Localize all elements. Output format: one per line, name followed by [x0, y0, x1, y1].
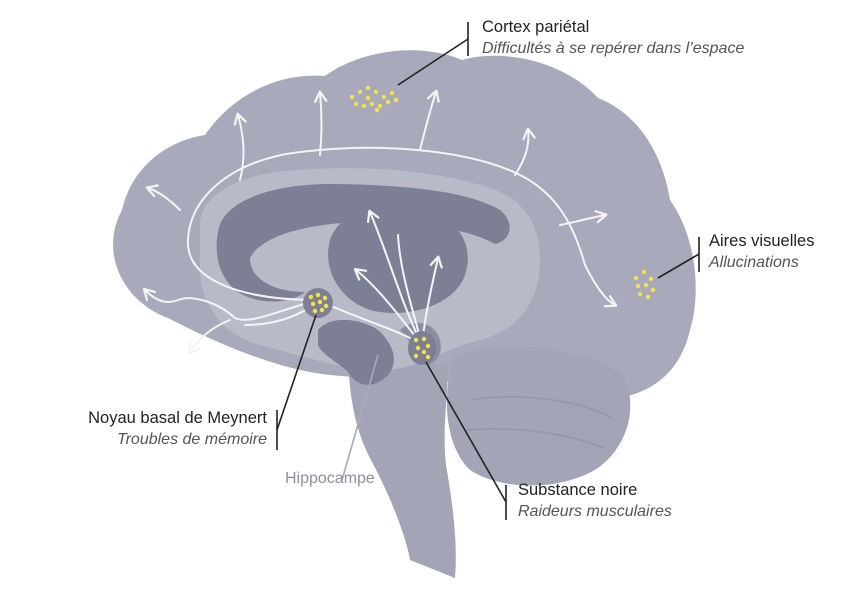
- cerebellum: [446, 346, 631, 486]
- leader-lines: [276, 22, 700, 520]
- substantia-nigra: [408, 331, 436, 365]
- label-substance-noire: Substance noire Raideurs musculaires: [518, 479, 672, 523]
- label-noyau-meynert-subtitle: Troubles de mémoire: [117, 431, 267, 448]
- label-cortex-parietal-subtitle: Difficultés à se repérer dans l’espace: [482, 40, 745, 57]
- thalamus: [328, 205, 468, 313]
- label-substance-noire-subtitle: Raideurs musculaires: [518, 503, 672, 520]
- label-hippocampe: Hippocampe: [285, 470, 375, 487]
- label-noyau-meynert: Noyau basal de Meynert Troubles de mémoi…: [88, 407, 267, 451]
- parietal-dots: [349, 85, 399, 113]
- label-noyau-meynert-title: Noyau basal de Meynert: [88, 409, 267, 427]
- meynert-nucleus: [303, 288, 333, 318]
- label-aires-visuelles-title: Aires visuelles: [709, 232, 815, 250]
- label-substance-noire-title: Substance noire: [518, 481, 638, 499]
- label-cortex-parietal-title: Cortex pariétal: [482, 18, 590, 36]
- label-aires-visuelles-subtitle: Allucinations: [709, 254, 799, 271]
- cholinergic-pathways: [142, 89, 618, 355]
- visual-area-dots: [633, 269, 656, 300]
- brainstem: [348, 360, 456, 578]
- hippocampus-region: [318, 319, 394, 385]
- label-aires-visuelles: Aires visuelles Allucinations: [709, 230, 814, 274]
- hippocampe-leader: [341, 354, 379, 481]
- label-cortex-parietal: Cortex pariétal Difficultés à se repérer…: [482, 16, 744, 60]
